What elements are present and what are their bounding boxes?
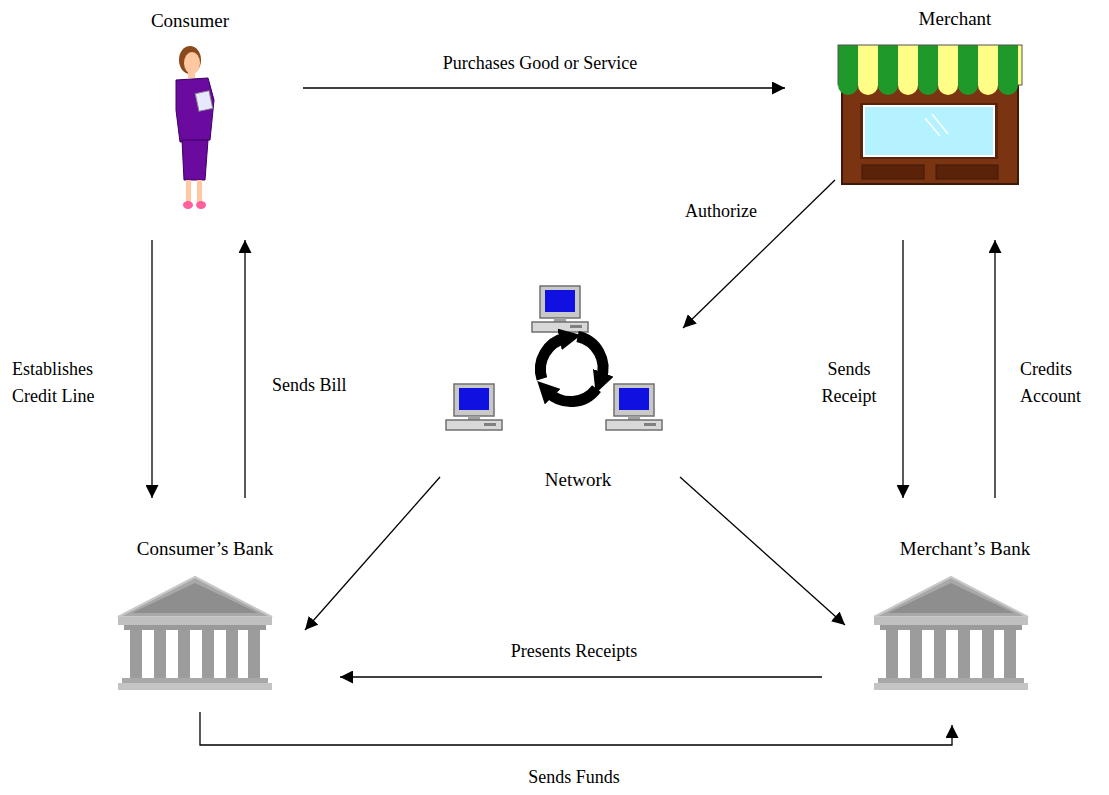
- bank-node: Consumer’s Bank: [110, 538, 280, 690]
- flow-arrow: [200, 712, 952, 745]
- node-title: Merchant: [919, 8, 992, 31]
- flow-arrow: [303, 87, 785, 88]
- node-title: Consumer: [151, 10, 229, 33]
- store-icon: [838, 45, 1022, 184]
- edge-label: Sends Bill: [270, 372, 394, 399]
- flow-arrow: [902, 240, 903, 498]
- bank-building: [118, 577, 272, 690]
- consumer-figure: [176, 46, 214, 209]
- bank-building: [874, 577, 1028, 690]
- node-title: Network: [545, 469, 611, 492]
- network-icon: [446, 286, 662, 430]
- edge-label: Establishes Credit Line: [10, 356, 132, 410]
- edge-label: Presents Receipts: [432, 638, 716, 665]
- consumer-node: Consumer: [130, 8, 260, 213]
- merchant-node: Merchant: [835, 6, 1030, 188]
- edge-label: Sends Funds: [432, 764, 716, 791]
- edge-label: Credits Account: [1018, 356, 1109, 410]
- node-title: Merchant’s Bank: [900, 538, 1030, 561]
- node-title: Consumer’s Bank: [137, 538, 273, 561]
- flow-arrow: [305, 477, 440, 630]
- flow-arrow: [244, 240, 245, 498]
- edge-label: Authorize: [655, 198, 759, 225]
- edge-label: Purchases Good or Service: [418, 50, 662, 77]
- edge-label: Sends Receipt: [800, 356, 898, 410]
- flow-arrow: [680, 477, 845, 625]
- flow-arrow: [340, 676, 822, 677]
- flow-arrow: [994, 240, 995, 498]
- network-node: Network: [440, 282, 665, 494]
- flow-arrow: [151, 240, 152, 498]
- bank-node: Merchant’s Bank: [872, 538, 1040, 690]
